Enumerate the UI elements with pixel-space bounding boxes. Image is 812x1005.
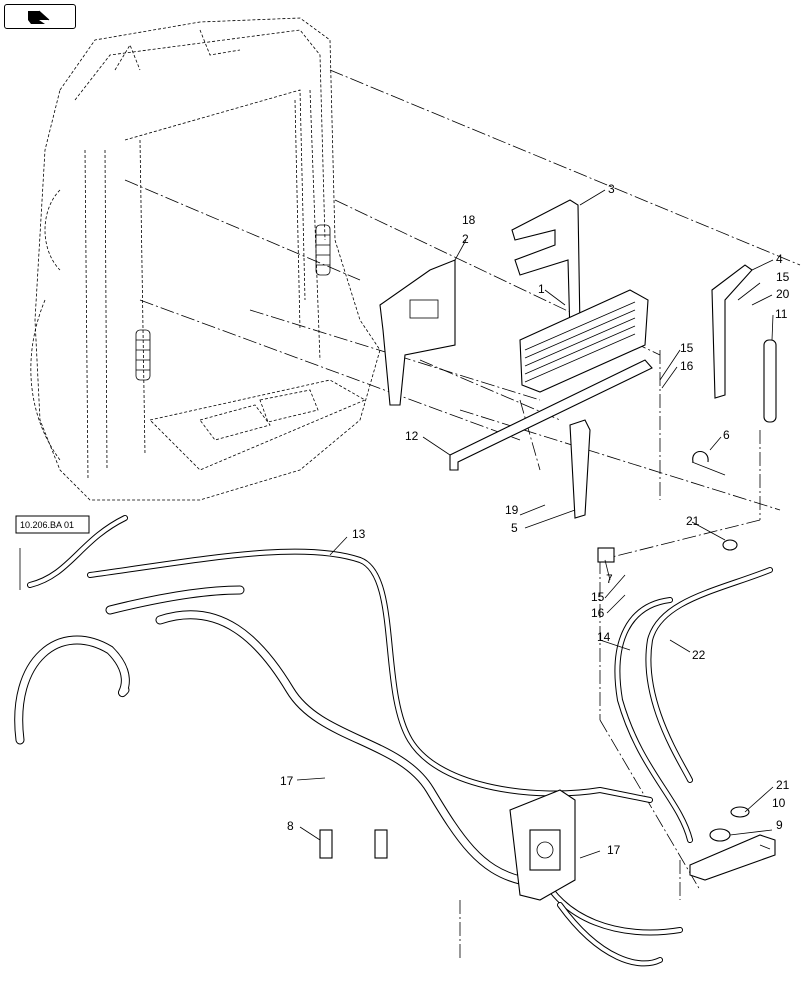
callout-22: 22 [692,648,706,662]
clamp-6 [691,450,726,476]
bracket-4 [711,264,753,399]
hose-13 [27,515,653,803]
filter-assembly [509,789,576,901]
callout-5: 5 [511,521,518,535]
alignment-lines [124,69,801,960]
callout-13: 13 [352,527,366,541]
callout-6: 6 [723,428,730,442]
clip-21-top [722,539,738,551]
bracket-5 [569,419,591,519]
bracket-3 [511,199,581,336]
sleeve-11 [763,339,777,423]
callout-15-a: 15 [776,270,790,284]
callout-2: 2 [462,232,469,246]
callout-labels: 1 2 3 4 5 6 7 8 9 10 11 12 13 14 15 15 1… [280,182,790,857]
callout-21-b: 21 [776,778,790,792]
plate-9 [689,834,776,881]
callout-11: 11 [775,307,788,321]
callout-10: 10 [772,796,786,810]
callout-9: 9 [776,818,783,832]
page-turn-icon [28,10,50,24]
callout-3: 3 [608,182,615,196]
callout-17-b: 17 [607,843,621,857]
callout-15-b: 15 [680,341,694,355]
callout-16-a: 16 [680,359,694,373]
callout-16-b: 16 [591,606,605,620]
callout-21-a: 21 [686,514,700,528]
spacer-7 [597,547,615,563]
callout-15-c: 15 [591,590,605,604]
callout-4: 4 [776,252,783,266]
reference-tag[interactable]: 10.206.BA 01 [15,515,90,534]
tube-22 [645,567,773,783]
callout-12: 12 [405,429,419,443]
bracket-2 [379,259,456,406]
callout-18: 18 [462,213,476,227]
page-nav-button[interactable] [4,4,76,29]
radiator-frame-assembly [30,17,381,501]
callout-14: 14 [597,630,611,644]
bar-12 [449,359,653,471]
callout-7: 7 [606,572,613,586]
tube-14 [614,597,693,843]
callout-19: 19 [505,503,519,517]
reference-tag-label[interactable]: 10.206.BA 01 [20,520,74,530]
callout-8: 8 [287,819,294,833]
callout-leaders [19,189,774,859]
callout-1: 1 [538,282,545,296]
cap-10 [709,828,731,842]
oil-cooler-1 [519,289,649,393]
callout-17-a: 17 [280,774,294,788]
callout-20: 20 [776,287,790,301]
main-hose [14,585,525,885]
clip-21-lower [730,806,750,818]
bracket-8 [319,829,388,859]
